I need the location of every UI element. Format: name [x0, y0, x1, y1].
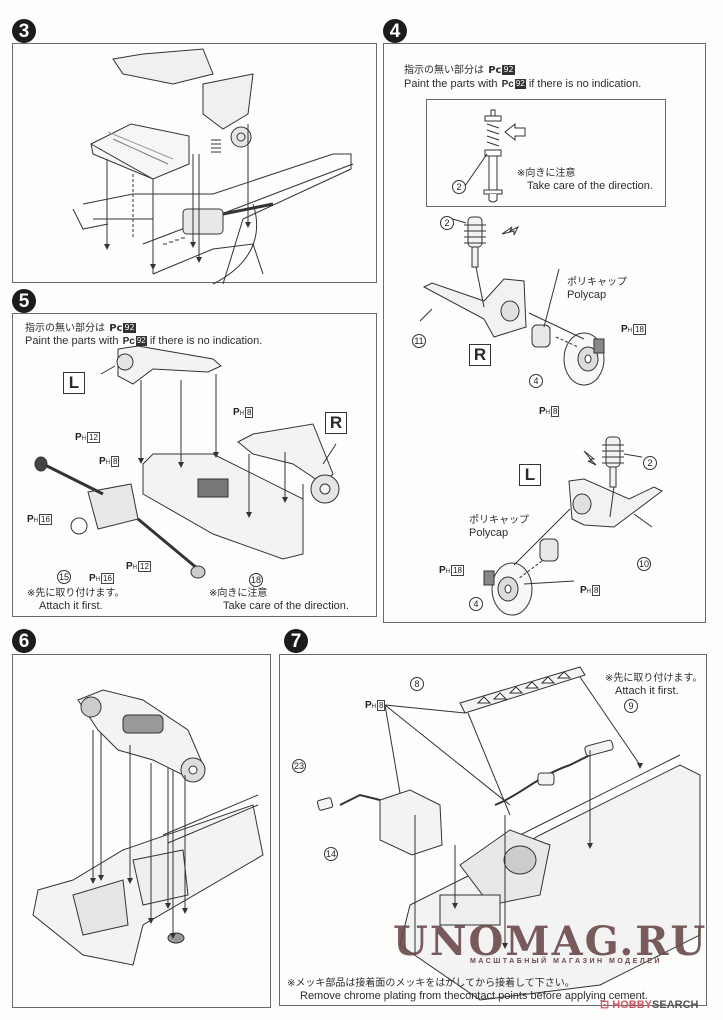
direction-note-en: Take care of the direction.	[527, 180, 653, 192]
step-3-number: 3	[12, 19, 36, 43]
polycap-label-en-l: Polycap	[469, 527, 509, 539]
step-5-number: 5	[12, 289, 36, 313]
polycap-label-jp-r: ポリキャップ	[567, 277, 627, 288]
attach-first-note-en: Attach it first.	[39, 600, 103, 612]
left-suspension-illustration	[483, 436, 663, 616]
step-6-panel	[12, 654, 271, 1008]
step-3-panel	[12, 43, 377, 285]
step-7-number: 7	[284, 629, 308, 653]
side-right-badge: R	[469, 344, 491, 366]
part-2-callout-l: 2	[643, 456, 657, 470]
polycap-label-en-r: Polycap	[567, 289, 607, 301]
side-left-badge: L	[519, 464, 541, 486]
attach-first-note-jp: ※先に取り付けます。	[27, 588, 125, 599]
direction-note-en-5: Take care of the direction.	[223, 600, 349, 612]
part-9-callout: 9	[624, 699, 638, 713]
shock-absorber-illustration	[464, 109, 526, 203]
part-4-callout-l: 4	[469, 597, 483, 611]
part-15-callout: 15	[57, 570, 71, 584]
part-8-callout: 8	[410, 677, 424, 691]
paint-code-pc: Pc	[488, 65, 502, 76]
step-6-illustration	[32, 689, 264, 966]
direction-note-jp-5: ※向きに注意	[209, 588, 268, 599]
chrome-note-jp: ※メッキ部品は接着面のメッキをはがしてから接着して下さい。	[287, 978, 575, 989]
part-2-callout-r: 2	[440, 216, 454, 230]
watermark-subtitle: МАСШТАБНЫЙ МАГАЗИН МОДЕЛЕЙ	[470, 958, 662, 965]
step-7-illustration	[316, 666, 701, 1001]
step-6-number: 6	[12, 629, 36, 653]
side-right-badge-5: R	[325, 412, 347, 434]
part-18-callout: 18	[249, 573, 263, 587]
direction-note-jp: ※向きに注意	[517, 168, 576, 179]
step-3-illustration	[72, 48, 354, 285]
step-4-number: 4	[383, 19, 407, 43]
watermark-title: UNOMAG.RU	[393, 918, 708, 965]
step-5-illustration	[34, 345, 340, 579]
attach-first-note-en-7: Attach it first.	[615, 685, 679, 697]
polycap-label-jp-l: ポリキャップ	[469, 515, 529, 526]
part-11-callout: 11	[412, 334, 426, 348]
hobby-search-logo-icon: ⊡	[600, 999, 613, 1011]
hobby-search-badge: ⊡ HOBBYSEARCH	[600, 999, 699, 1011]
step-4-direction-inset: 2 ※向きに注意 Take care of the direction.	[426, 99, 666, 207]
part-4-callout-r: 4	[529, 374, 543, 388]
side-left-badge-5: L	[63, 372, 85, 394]
part-14-callout: 14	[324, 847, 338, 861]
attach-first-note-jp-7: ※先に取り付けます。	[605, 673, 703, 684]
chrome-note-en: Remove chrome plating from thecontact po…	[300, 990, 648, 1002]
part-10-callout: 10	[637, 557, 651, 571]
right-suspension-illustration	[419, 216, 605, 386]
part-number-callout: 2	[452, 180, 466, 194]
part-23-callout: 23	[292, 759, 306, 773]
